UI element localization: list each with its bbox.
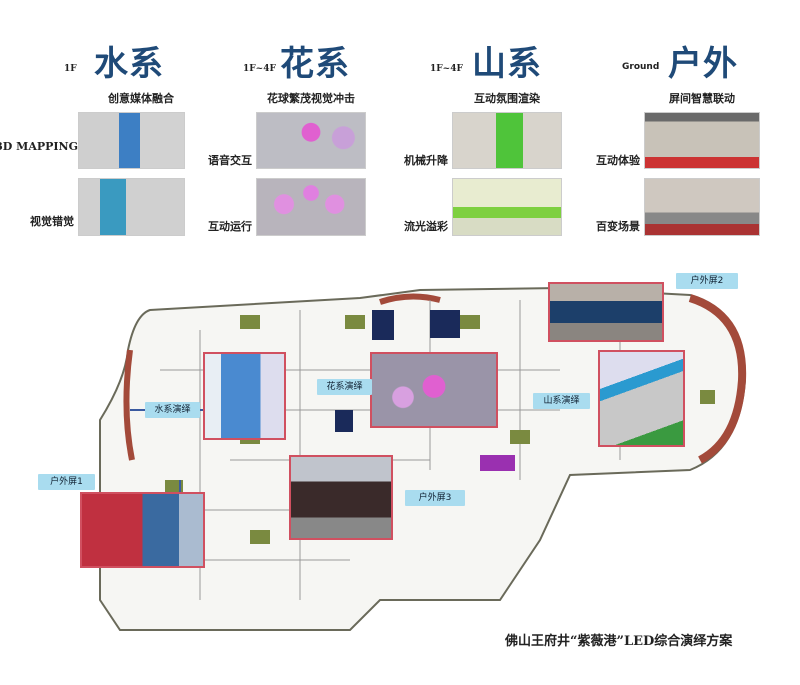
floor-plan xyxy=(99,286,747,631)
outdoor-screen-2-photo xyxy=(548,282,664,342)
floor-label-mountain: 1F~4F xyxy=(430,64,463,74)
label-outdoor-screen-2: 户外屏2 xyxy=(676,273,738,289)
subtitle-outdoor: 屏间智慧联动 xyxy=(669,92,735,105)
section-title-mountain: 山系 xyxy=(472,44,542,84)
mountain-show-photo xyxy=(598,350,685,447)
section-title-flower: 花系 xyxy=(280,44,350,84)
mountain-lift-photo xyxy=(452,112,562,169)
feature-outdoor-1: 互动体验 xyxy=(596,154,640,167)
water-show-photo xyxy=(203,352,286,440)
plan-caption: 佛山王府井“紫薇港”LED综合演绎方案 xyxy=(505,634,733,649)
feature-flower-1: 语音交互 xyxy=(208,154,252,167)
section-title-outdoor: 户外 xyxy=(668,44,738,84)
label-outdoor-screen-1: 户外屏1 xyxy=(38,474,95,490)
outdoor-screen-3-photo xyxy=(289,455,393,540)
subtitle-water: 创意媒体融合 xyxy=(108,92,174,105)
subtitle-flower: 花球繁茂视觉冲击 xyxy=(267,92,355,105)
floor-label-outdoor: Ground xyxy=(622,62,660,72)
water-illusion-photo xyxy=(78,178,185,236)
section-title-water: 水系 xyxy=(94,44,164,84)
outdoor-screen-1-photo xyxy=(80,492,205,568)
flower-motion-photo xyxy=(256,178,366,236)
feature-mountain-1: 机械升降 xyxy=(404,154,448,167)
label-water-show: 水系演绎 xyxy=(145,402,200,418)
label-outdoor-screen-3: 户外屏3 xyxy=(405,490,465,506)
floor-label-water: 1F xyxy=(64,64,77,74)
flower-voice-photo xyxy=(256,112,366,169)
label-mountain-show: 山系演绎 xyxy=(533,393,590,409)
feature-mountain-2: 流光溢彩 xyxy=(404,220,448,233)
subtitle-mountain: 互动氛围渲染 xyxy=(474,92,540,105)
feature-outdoor-2: 百变场景 xyxy=(596,220,640,233)
feature-water-1: 裸眼3D MAPPING xyxy=(0,140,78,153)
mountain-light-photo xyxy=(452,178,562,236)
label-flower-show: 花系演绎 xyxy=(317,379,372,395)
flower-show-photo xyxy=(370,352,498,428)
feature-water-2: 视觉错觉 xyxy=(30,215,74,228)
outdoor-scene-photo xyxy=(644,178,760,236)
feature-flower-2: 互动运行 xyxy=(208,220,252,233)
water-3d-mapping-photo xyxy=(78,112,185,169)
floor-label-flower: 1F~4F xyxy=(243,64,276,74)
outdoor-interactive-photo xyxy=(644,112,760,169)
